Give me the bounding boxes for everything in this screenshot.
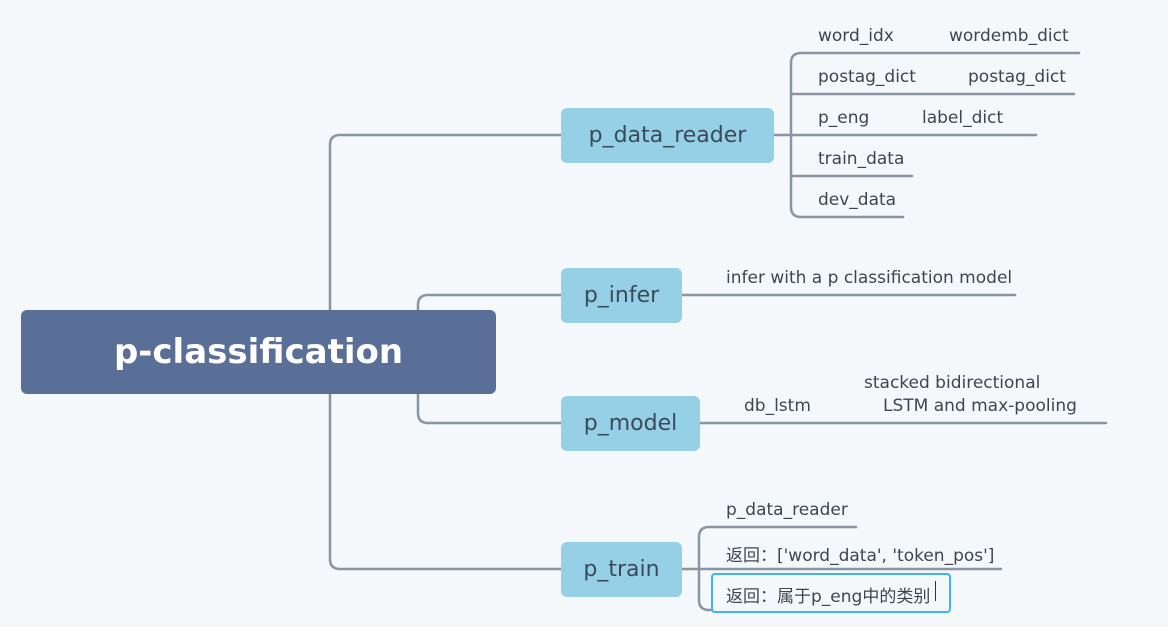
leaf-wordemb-dict[interactable]: wordemb_dict [949,26,1069,46]
leaf-word-idx[interactable]: word_idx [818,26,894,46]
branch-label: p_data_reader [588,123,747,148]
connector-dev-data [789,174,905,219]
text-cursor [935,581,936,601]
connector-train-reader [697,525,858,571]
connector-root-data-reader [328,133,563,312]
branch-label: p_infer [583,283,660,308]
connector-train-return2 [697,567,713,612]
leaf-db-lstm[interactable]: db_lstm [744,396,811,416]
leaf-postag-dict[interactable]: postag_dict [818,67,916,87]
branch-node-p-model[interactable]: p_model [561,396,700,451]
leaf-train-return-class[interactable]: 返回：属于p_eng中的类别 [726,587,931,607]
leaf-p-eng[interactable]: p_eng [818,108,870,128]
connector-root-train [328,392,563,571]
connector-word-idx [789,51,1081,137]
leaf-model-desc-line2[interactable]: LSTM and max-pooling [883,396,1077,416]
leaf-postag-dict-value[interactable]: postag_dict [968,67,1066,87]
branch-node-p-data-reader[interactable]: p_data_reader [561,108,774,163]
leaf-train-data-reader[interactable]: p_data_reader [726,500,848,520]
leaf-train-return-tuple[interactable]: 返回：['word_data', 'token_pos'] [726,546,995,566]
leaf-dev-data[interactable]: dev_data [818,190,897,210]
branch-label: p_model [583,411,678,436]
root-node[interactable]: p-classification [21,310,496,394]
branch-node-p-infer[interactable]: p_infer [561,268,682,323]
leaf-model-desc-line1[interactable]: stacked bidirectional [864,373,1041,393]
root-node-label: p-classification [113,332,404,372]
branch-label: p_train [583,557,660,582]
selected-node-outline [711,573,951,613]
connector-root-model [416,392,563,425]
branch-node-p-train[interactable]: p_train [561,542,682,597]
leaf-label-dict[interactable]: label_dict [922,108,1004,128]
leaf-infer-desc[interactable]: infer with a p classification model [726,268,1013,288]
leaf-train-data[interactable]: train_data [818,149,905,169]
connector-root-infer [416,293,563,312]
